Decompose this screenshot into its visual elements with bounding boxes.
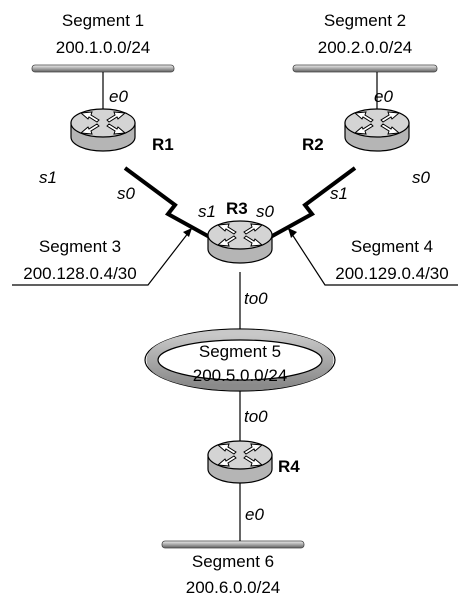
segment-3-network: 200.128.0.4/30 — [23, 264, 136, 283]
segment-4-name: Segment 4 — [351, 237, 433, 256]
r4-e0-label: e0 — [245, 505, 264, 524]
r1-s1-label: s1 — [39, 168, 57, 187]
r1-s0-label: s0 — [117, 184, 136, 203]
r3-s1-label: s1 — [198, 202, 216, 221]
r3-s0-label: s0 — [256, 202, 275, 221]
router-r3 — [207, 220, 273, 264]
r3-to0-label: to0 — [244, 289, 268, 308]
router-r4-name: R4 — [278, 457, 300, 476]
segment-4-arrow — [288, 228, 297, 238]
r1-e0-label: e0 — [109, 87, 128, 106]
segment-3-arrow — [183, 228, 192, 237]
segment-2-network: 200.2.0.0/24 — [318, 38, 413, 57]
segment-2-name: Segment 2 — [324, 11, 406, 30]
segment-1-bar — [31, 64, 175, 73]
r2-s1-label: s1 — [330, 184, 348, 203]
segment-5-network: 200.5.0.0/24 — [193, 366, 288, 385]
segment-2-bar — [292, 64, 438, 73]
segment-1-network: 200.1.0.0/24 — [56, 38, 151, 57]
r4-to0-label: to0 — [244, 407, 268, 426]
r2-e0-label: e0 — [374, 87, 393, 106]
segment-4-callout — [287, 227, 458, 286]
r2-s0-label: s0 — [412, 168, 431, 187]
segment-4-network: 200.129.0.4/30 — [335, 264, 448, 283]
router-r2 — [344, 108, 410, 152]
router-r2-name: R2 — [302, 135, 324, 154]
segment-6-bar — [161, 540, 305, 549]
segment-6-name: Segment 6 — [192, 552, 274, 571]
router-r3-name: R3 — [226, 199, 248, 218]
segment-3-name: Segment 3 — [39, 237, 121, 256]
segment-3-callout — [12, 227, 193, 286]
router-r4 — [207, 440, 273, 484]
router-r1-name: R1 — [152, 135, 174, 154]
serial-link-r1-r3 — [123, 166, 216, 242]
segment-1-name: Segment 1 — [62, 11, 144, 30]
router-r1 — [70, 108, 136, 152]
serial-link-r2-r3 — [264, 166, 357, 242]
segment-6-network: 200.6.0.0/24 — [186, 578, 281, 597]
segment-5-name: Segment 5 — [199, 342, 281, 361]
